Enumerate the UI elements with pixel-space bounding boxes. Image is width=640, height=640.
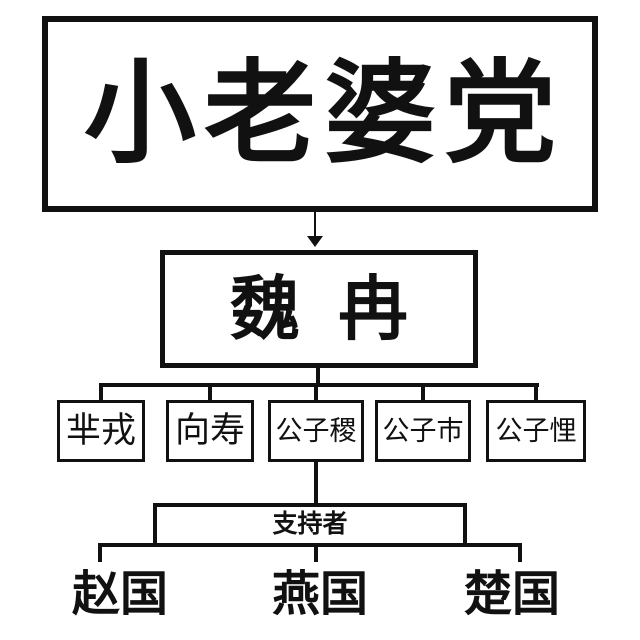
connector-line [99, 385, 103, 402]
supporter-state: 燕国 [271, 566, 368, 622]
connector-rail [99, 383, 539, 387]
member-box: 公子稷 [268, 400, 364, 462]
connector-line [314, 385, 318, 402]
supporters-bracket-left [153, 503, 157, 547]
arrow-shaft-line [314, 212, 316, 238]
supporters-bracket-right [463, 503, 467, 547]
connector-line [98, 545, 102, 562]
member-box: 公子悝 [486, 400, 586, 462]
connector-line [316, 368, 320, 387]
connector-line [314, 545, 318, 562]
connector-line [421, 385, 425, 402]
leader-name: 魏冉 [230, 267, 446, 350]
member-name: 公子巿 [382, 415, 464, 447]
faction-title-box: 小老婆党 [42, 16, 598, 212]
supporters-bracket-top [153, 503, 467, 507]
connector-line [518, 545, 522, 562]
member-name: 芈戎 [65, 410, 136, 451]
connector-line [314, 462, 318, 507]
connector-line [208, 385, 212, 402]
member-box: 公子巿 [375, 400, 471, 462]
member-box: 向寿 [166, 400, 254, 462]
faction-title: 小老婆党 [84, 48, 564, 179]
member-name: 公子悝 [495, 415, 577, 447]
supporter-state: 赵国 [71, 566, 168, 622]
member-box: 芈戎 [57, 400, 145, 462]
connector-line [534, 385, 538, 402]
supporter-state: 楚国 [463, 566, 560, 622]
member-name: 向寿 [174, 410, 245, 451]
supporters-label: 支持者 [272, 509, 348, 538]
supporters-rail [98, 543, 522, 547]
arrow-down-icon [307, 236, 323, 247]
leader-box: 魏冉 [160, 250, 478, 368]
member-name: 公子稷 [275, 415, 357, 447]
